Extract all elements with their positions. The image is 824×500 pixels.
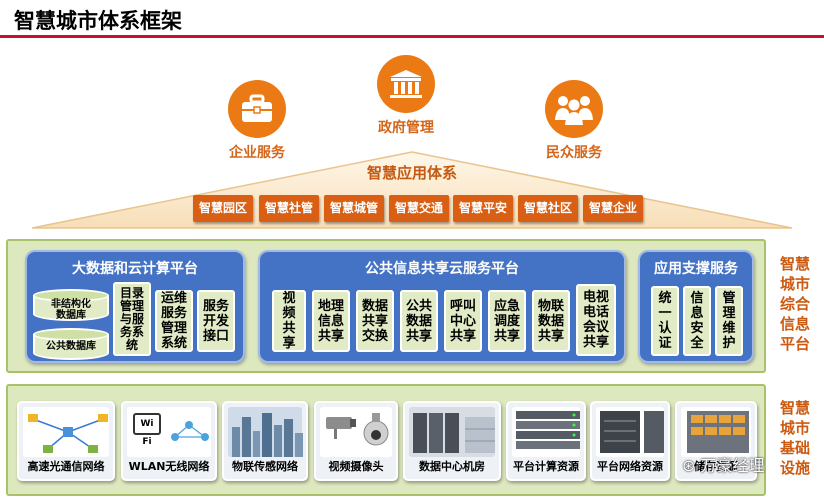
government-service: 政府管理 xyxy=(377,55,435,137)
app-system-title: 智慧应用体系 xyxy=(366,164,457,182)
app-chip-1: 智慧园区 xyxy=(193,195,253,222)
infra-caption-4: 视频摄像头 xyxy=(328,460,384,473)
server-room-image xyxy=(409,407,495,457)
public-data-sharing-box: 公共数据共享 xyxy=(400,290,438,352)
app-support-title: 应用支撑服务 xyxy=(654,261,738,277)
enterprise-service: 企业服务 xyxy=(228,80,286,162)
network-switch-image xyxy=(596,407,664,457)
infra-compute: 平台计算资源 xyxy=(506,401,586,481)
app-support-panel: 应用支撑服务 统一认证 信息安全 管理维护 xyxy=(638,250,754,363)
infra-caption-7: 平台网络资源 xyxy=(597,460,663,473)
app-chip-3: 智慧城管 xyxy=(324,195,384,222)
catalog-management-box: 目录管理与服务系统 xyxy=(113,282,151,356)
watermark-logo-icon: ⊛ xyxy=(682,456,701,475)
infra-caption-5: 数据中心机房 xyxy=(419,460,485,473)
wifi-image: Wi Fi xyxy=(127,407,211,457)
ops-management-box: 运维服务管理系统 xyxy=(155,290,193,352)
server-rack-image xyxy=(512,407,580,457)
data-exchange-box: 数据共享交换 xyxy=(356,290,394,352)
maintenance-box: 管理维护 xyxy=(715,286,743,356)
citizen-service: 民众服务 xyxy=(545,80,603,162)
government-building-icon xyxy=(377,55,435,113)
title-rule xyxy=(0,35,824,38)
infra-network: 平台网络资源 xyxy=(590,401,670,481)
watermark-text: ⊛ 万豪经理 xyxy=(682,456,765,475)
briefcase-icon xyxy=(228,80,286,138)
government-service-label: 政府管理 xyxy=(378,120,434,136)
infra-caption-3: 物联传感网络 xyxy=(232,460,298,473)
infrastructure-side-label: 智慧 城市 基础 设施 xyxy=(779,399,810,477)
bigdata-title: 大数据和云计算平台 xyxy=(72,261,198,277)
network-topology-image xyxy=(23,407,109,457)
geo-info-sharing-box: 地理信息共享 xyxy=(312,290,350,352)
city-skyline-image xyxy=(228,407,303,457)
shared-service-title: 公共信息共享云服务平台 xyxy=(365,261,519,277)
citizen-service-label: 民众服务 xyxy=(546,145,602,161)
video-sharing-box: 视频共享 xyxy=(272,290,306,352)
shared-service-panel: 公共信息共享云服务平台 视频共享 地理信息共享 数据共享交换 公共数据共享 呼叫… xyxy=(258,250,626,363)
infra-wlan: Wi Fi WLAN无线网络 xyxy=(121,401,217,481)
app-chip-7: 智慧企业 xyxy=(583,195,643,222)
infra-caption-1: 高速光通信网络 xyxy=(27,460,105,473)
app-chip-2: 智慧社管 xyxy=(259,195,319,222)
wifi-logo-icon: Wi Fi xyxy=(133,413,161,447)
app-chip-4: 智慧交通 xyxy=(389,195,449,222)
people-icon xyxy=(545,80,603,138)
infra-caption-8: 储存资源 xyxy=(694,460,738,473)
infra-caption-6: 平台计算资源 xyxy=(513,460,579,473)
infra-storage: 储存资源 xyxy=(675,401,757,481)
page-title: 智慧城市体系框架 xyxy=(14,9,182,33)
infra-optical-network: 高速光通信网络 xyxy=(17,401,115,481)
infra-caption-2: WLAN无线网络 xyxy=(128,460,210,473)
camera-icon xyxy=(320,407,392,457)
enterprise-service-label: 企业服务 xyxy=(229,145,285,161)
info-security-box: 信息安全 xyxy=(683,286,711,356)
call-center-sharing-box: 呼叫中心共享 xyxy=(444,290,482,352)
infra-camera: 视频摄像头 xyxy=(314,401,398,481)
iot-data-sharing-box: 物联数据共享 xyxy=(532,290,570,352)
infra-iot-sensor: 物联传感网络 xyxy=(222,401,308,481)
storage-array-image xyxy=(681,407,751,457)
service-dev-interface-box: 服务开发接口 xyxy=(197,290,235,352)
app-chip-5: 智慧平安 xyxy=(453,195,513,222)
unified-auth-box: 统一认证 xyxy=(651,286,679,356)
platform-side-label: 智慧 城市 综合 信息 平台 xyxy=(779,255,810,353)
app-chip-6: 智慧社区 xyxy=(518,195,578,222)
video-conference-box: 电视电话会议共享 xyxy=(576,284,616,356)
bigdata-panel: 大数据和云计算平台 非结构化数据库 公共数据库 目录管理与服务系统 运维服务管理… xyxy=(25,250,245,363)
infra-datacenter: 数据中心机房 xyxy=(403,401,501,481)
emergency-dispatch-box: 应急调度共享 xyxy=(488,290,526,352)
